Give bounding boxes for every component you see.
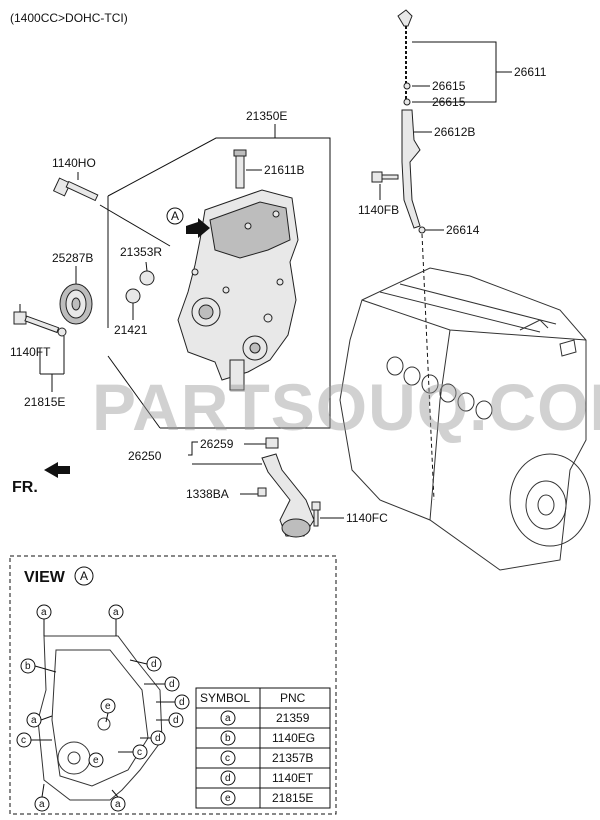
- bolt-1140FC[interactable]: [311, 501, 321, 527]
- view-a-marker-letter: A: [171, 209, 179, 223]
- pulley-25287B[interactable]: [59, 283, 93, 325]
- view-a-inset-frame: [9, 555, 337, 815]
- part-label-26612B[interactable]: 26612B: [434, 125, 475, 139]
- part-label-21611B[interactable]: 21611B: [264, 163, 304, 177]
- part-label-21353R[interactable]: 21353R: [120, 245, 162, 259]
- callout-c-1: c: [16, 732, 32, 748]
- table-row-symbol: a: [225, 713, 231, 724]
- callout-d-2: d: [164, 676, 180, 692]
- table-row-symbol: d: [225, 773, 231, 784]
- front-arrow-icon: [44, 462, 70, 478]
- oring-26615-lower[interactable]: [403, 98, 411, 106]
- svg-text:d: d: [151, 659, 157, 670]
- part-label-26250[interactable]: 26250: [128, 449, 162, 463]
- gasket-26259[interactable]: [265, 437, 279, 449]
- callout-a-4: a: [34, 796, 50, 812]
- svg-text:d: d: [173, 715, 179, 726]
- table-row-symbol: b: [225, 733, 231, 744]
- callout-d-1: d: [146, 656, 162, 672]
- oring-26614[interactable]: [418, 226, 426, 234]
- table-row-symbol: e: [225, 793, 231, 804]
- part-label-21421[interactable]: 21421: [114, 323, 148, 337]
- table-row-pnc[interactable]: 1140EG: [272, 731, 315, 745]
- table-row-pnc[interactable]: 1140ET: [272, 771, 314, 785]
- callout-d-5: d: [150, 730, 166, 746]
- svg-text:c: c: [137, 747, 142, 758]
- view-a-arrow-icon: [186, 218, 210, 238]
- part-label-26615-lower[interactable]: 26615: [432, 95, 466, 109]
- front-marker: FR.: [12, 479, 38, 496]
- guide-tube-26612B[interactable]: [401, 109, 421, 229]
- svg-text:a: a: [41, 607, 47, 618]
- svg-text:d: d: [169, 679, 175, 690]
- callout-d-4: d: [168, 712, 184, 728]
- view-a-inset-marker-circle: [74, 566, 94, 586]
- callout-c-2: c: [132, 744, 148, 760]
- part-label-26259[interactable]: 26259: [200, 437, 234, 451]
- svg-text:a: a: [39, 799, 45, 810]
- bolt-1140HO[interactable]: [52, 177, 99, 202]
- view-a-cover-outline: [37, 635, 163, 801]
- part-label-1140HO[interactable]: 1140HO: [52, 156, 96, 170]
- svg-text:a: a: [115, 799, 121, 810]
- svg-text:a: a: [31, 715, 37, 726]
- seal-21421[interactable]: [125, 288, 141, 304]
- svg-text:d: d: [179, 697, 185, 708]
- part-label-21350E[interactable]: 21350E: [246, 109, 287, 123]
- callout-a-3: a: [26, 712, 42, 728]
- part-label-1140FT[interactable]: 1140FT: [10, 345, 51, 359]
- part-label-26615-upper[interactable]: 26615: [432, 79, 466, 93]
- timing-cover-illustration[interactable]: [177, 189, 299, 391]
- part-label-25287B[interactable]: 25287B: [52, 251, 93, 265]
- engine-spec-title: (1400CC>DOHC-TCI): [10, 11, 128, 25]
- symbol-table: SYMBOL PNC a 21359 b 1140EG c 21357B d 1…: [195, 687, 331, 809]
- svg-text:d: d: [155, 733, 161, 744]
- table-header-symbol: SYMBOL: [200, 691, 250, 705]
- table-row-pnc[interactable]: 21357B: [272, 751, 313, 765]
- table-row-symbol: c: [225, 753, 230, 764]
- bolt-1338BA[interactable]: [257, 487, 267, 497]
- table-row-pnc[interactable]: 21815E: [272, 791, 313, 805]
- svg-text:b: b: [25, 661, 31, 672]
- seal-21353R[interactable]: [139, 270, 155, 286]
- part-label-1338BA[interactable]: 1338BA: [186, 487, 229, 501]
- part-label-1140FB[interactable]: 1140FB: [358, 203, 399, 217]
- view-a-inset-marker-letter: A: [80, 569, 88, 583]
- bolt-21611B[interactable]: [233, 149, 247, 189]
- callout-d-3: d: [174, 694, 190, 710]
- svg-text:e: e: [93, 755, 99, 766]
- watermark: PARTSOUQ.COM: [92, 370, 600, 444]
- table-header-pnc: PNC: [280, 691, 306, 705]
- svg-text:a: a: [113, 607, 119, 618]
- svg-text:e: e: [105, 701, 111, 712]
- bolt-1140FB[interactable]: [371, 171, 399, 183]
- view-a-marker-circle: [166, 207, 184, 225]
- part-label-26611[interactable]: 26611: [514, 65, 547, 79]
- bolt-1140FT[interactable]: [13, 311, 67, 337]
- svg-text:c: c: [21, 735, 26, 746]
- callout-b: b: [20, 658, 36, 674]
- part-label-26614[interactable]: 26614: [446, 223, 480, 237]
- callout-a-1: a: [36, 604, 52, 620]
- oil-strainer-26250[interactable]: [261, 453, 315, 538]
- callout-e-2: e: [88, 752, 104, 768]
- engine-block-illustration: [339, 267, 591, 571]
- callout-a-5: a: [110, 796, 126, 812]
- view-a-title: VIEW: [24, 569, 66, 586]
- callout-a-2: a: [108, 604, 124, 620]
- callout-e-1: e: [100, 698, 116, 714]
- table-row-pnc[interactable]: 21359: [276, 711, 310, 725]
- oring-26615-upper[interactable]: [403, 82, 411, 90]
- part-label-1140FC[interactable]: 1140FC: [346, 511, 388, 525]
- part-label-21815E[interactable]: 21815E: [24, 395, 65, 409]
- timing-cover-box: [107, 137, 331, 429]
